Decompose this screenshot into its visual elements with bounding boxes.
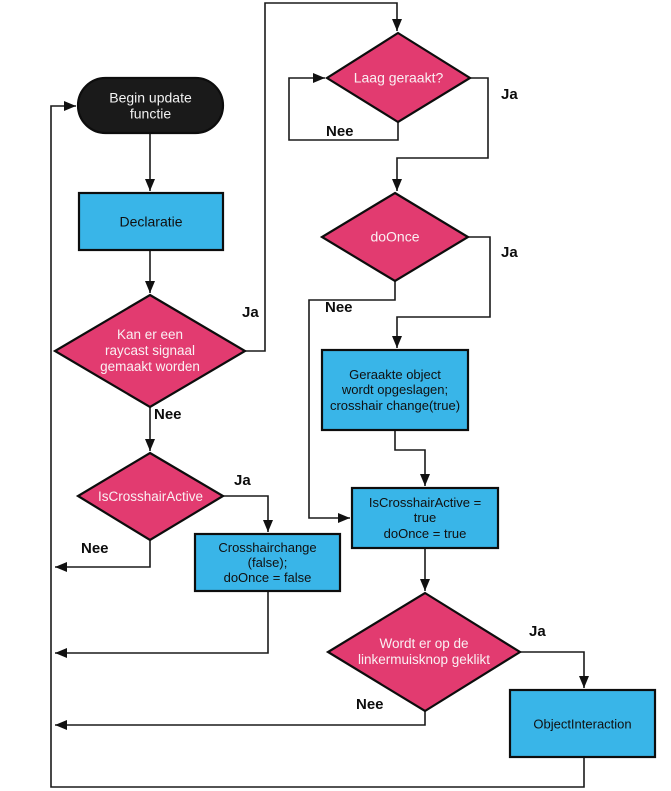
decision-raycast bbox=[52, 293, 248, 409]
decision-iscrosshairactive bbox=[75, 451, 226, 542]
process-box-objectinteraction bbox=[508, 688, 657, 759]
edge-laag-nee-loop bbox=[288, 73, 399, 141]
process-box-crosshairchange bbox=[193, 532, 342, 593]
edge-crosshairchange-to-rail bbox=[55, 591, 269, 658]
decision-doonce bbox=[319, 191, 471, 283]
edge-iscrosshair-ja-to-crosshairchange bbox=[223, 495, 273, 532]
edge-raycast-ja-to-laag bbox=[245, 2, 402, 352]
edge-linkermuisknop-ja-to-objectinteraction bbox=[520, 651, 589, 688]
edge-return-rail-to-begin bbox=[50, 101, 585, 788]
process-box-declaratie bbox=[77, 191, 225, 252]
start-node-begin bbox=[76, 76, 225, 135]
decision-linkermuisknop bbox=[325, 591, 523, 713]
edge-doonce-nee-to-istrue bbox=[308, 281, 396, 523]
edge-geraakte-to-istrue bbox=[394, 430, 430, 486]
edge-laag-ja-to-doonce bbox=[392, 77, 489, 191]
decision-laag-geraakt bbox=[324, 31, 473, 124]
edge-iscrosshair-nee-to-rail bbox=[55, 540, 151, 572]
process-box-iscrosshairactive-true bbox=[350, 486, 500, 550]
edge-linkermuisknop-nee-to-rail bbox=[55, 711, 426, 730]
edge-doonce-ja-to-geraakte bbox=[392, 236, 491, 348]
process-box-geraakte-object bbox=[320, 348, 470, 432]
